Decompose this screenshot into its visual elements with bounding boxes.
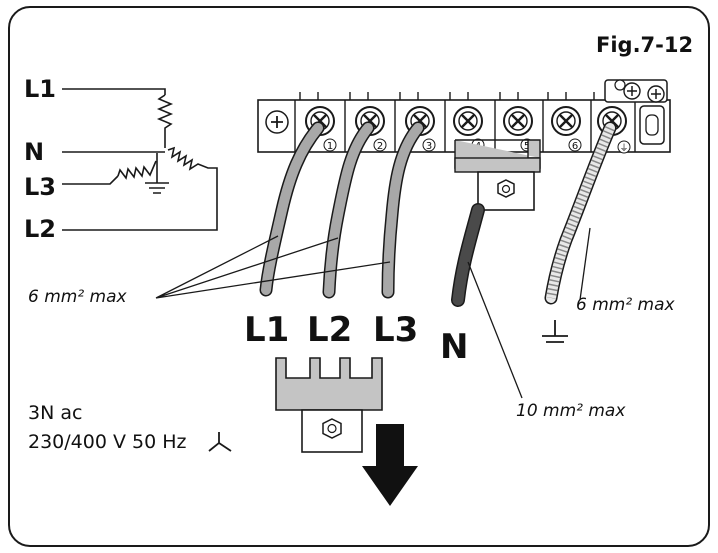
figure-frame: [8, 6, 710, 547]
schematic-label-l3: L3: [24, 173, 56, 201]
earth-ground-icon: [542, 320, 568, 343]
star-schematic: L1 N L3 L2: [24, 75, 218, 243]
schematic-label-l2: L2: [24, 215, 56, 243]
wires: [259, 121, 617, 307]
neutral-wire-size-label: 10 mm² max: [516, 401, 626, 421]
terminal-number-2: 2: [377, 141, 383, 152]
down-arrow-icon: [362, 424, 418, 506]
supply-line-2: 230/400 V 50 Hz: [28, 431, 187, 453]
bridge-piece: [275, 357, 383, 453]
terminal-number-1: 1: [327, 141, 333, 152]
figure-number: Fig.7-12: [596, 33, 693, 57]
schematic-label-l1: L1: [24, 75, 56, 103]
schematic-label-n: N: [24, 138, 44, 166]
conductor-label-l2: L2: [307, 310, 352, 350]
conductor-label-l3: L3: [373, 310, 418, 350]
coil-l2: [62, 146, 218, 231]
leader-lines: [155, 227, 591, 399]
terminal-block: 1 2 3 4 5 6 ⏚: [257, 79, 671, 211]
supply-line-1: 3N ac: [28, 402, 82, 424]
star-symbol-icon: [208, 432, 232, 452]
earth-wire-size-label: 6 mm² max: [576, 295, 676, 315]
phase-wire-size-label: 6 mm² max: [28, 287, 128, 307]
terminal-number-3: 3: [426, 141, 432, 152]
terminal-earth-symbol: ⏚: [619, 143, 628, 154]
terminal-number-6: 6: [572, 141, 578, 152]
coil-l3: [117, 160, 157, 180]
conductor-label-l1: L1: [244, 310, 289, 350]
conductor-label-n: N: [440, 327, 468, 367]
terminal-number-5: 5: [524, 141, 530, 152]
coil-l1: [156, 94, 174, 148]
earth-symbol-icon: [145, 182, 169, 194]
